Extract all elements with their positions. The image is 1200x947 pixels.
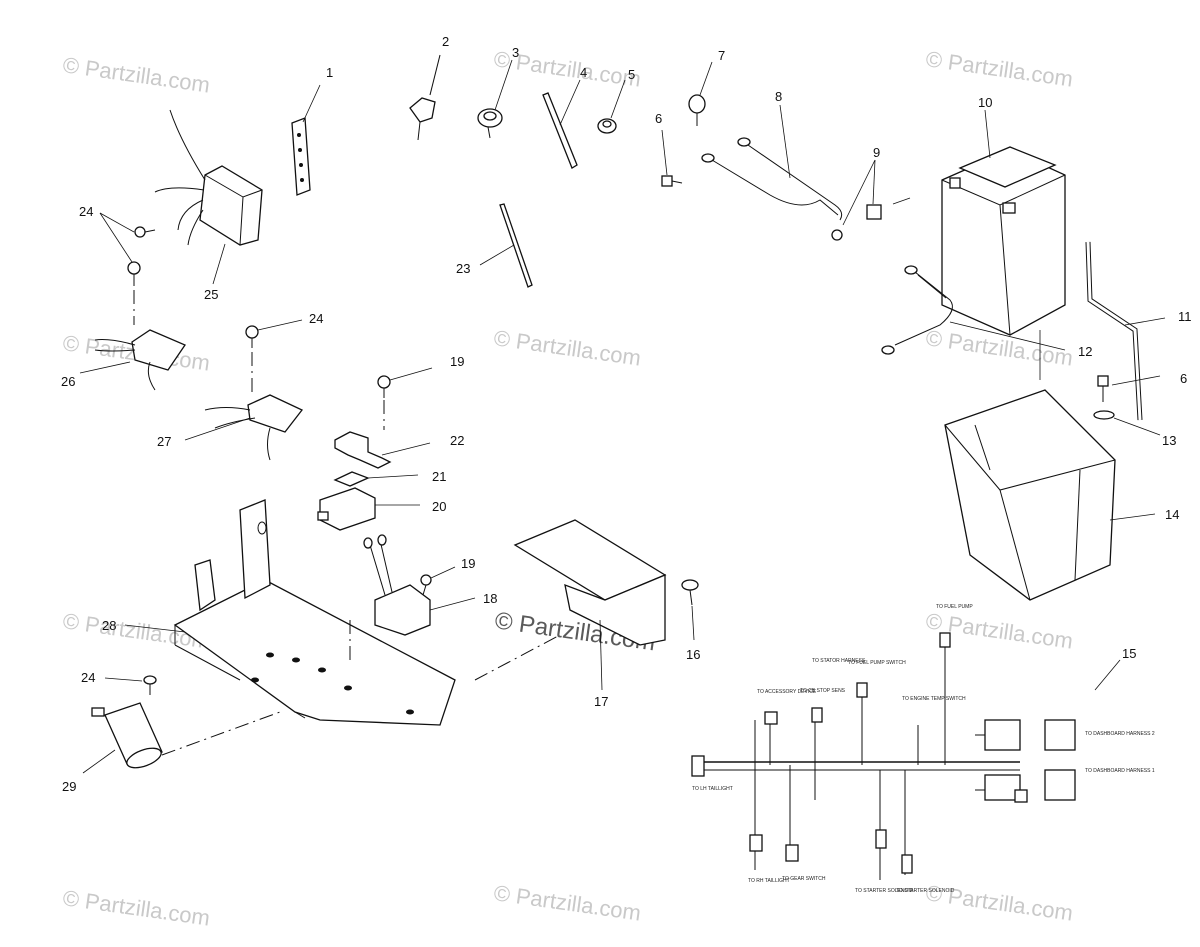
part-24-screw-a: [99, 212, 156, 325]
callout-12: 12: [1078, 344, 1092, 359]
callout-25: 25: [204, 287, 218, 302]
callout-23: 23: [456, 261, 470, 276]
callout-19-bottom: 19: [461, 556, 475, 571]
part-7-clip: [688, 61, 713, 126]
watermark: © Partzilla.com: [924, 880, 1074, 925]
harness-label-fuel-pump-switch: TO FUEL PUMP SWITCH: [848, 660, 906, 666]
callout-9: 9: [873, 145, 880, 160]
callout-16: 16: [686, 647, 700, 662]
part-12-cable: [881, 265, 1066, 355]
part-11-vent-tube: [1085, 241, 1166, 421]
callout-1: 1: [326, 65, 333, 80]
watermark: © Partzilla.com: [61, 885, 211, 930]
part-14-battery-box: [944, 330, 1156, 601]
callout-15: 15: [1122, 646, 1136, 661]
harness-label-gear-switch: TO GEAR SWITCH: [782, 876, 826, 882]
part-23-cable-tie: [479, 203, 533, 288]
callout-2: 2: [442, 34, 449, 49]
part-1-plate: [291, 84, 321, 196]
callout-20: 20: [432, 499, 446, 514]
part-15-wiring-harness: TO ACCESSORY DEVICE TO CB STOP SENS TO S…: [691, 604, 1155, 894]
harness-label-rh-taillight: TO RH TAILLIGHT: [748, 878, 790, 884]
part-22-bracket: [334, 431, 431, 469]
part-10-battery: [941, 109, 1066, 336]
callout-7: 7: [718, 48, 725, 63]
callout-6-top: 6: [655, 111, 662, 126]
watermark: © Partzilla.com: [924, 46, 1074, 91]
watermark: © Partzilla.com: [61, 52, 211, 97]
callout-10: 10: [978, 95, 992, 110]
harness-label-starter-solenoid-b: TO STARTER SOLENOID: [896, 888, 955, 894]
part-13-washer: [1093, 410, 1161, 436]
callout-17: 17: [594, 694, 608, 709]
harness-label-dashboard-1: TO DASHBOARD HARNESS 1: [1085, 768, 1155, 774]
part-9-hardware: [831, 159, 911, 241]
callout-19-top: 19: [450, 354, 464, 369]
part-6-bolt-b: [1097, 375, 1161, 402]
part-19-screw-a: [377, 367, 433, 430]
callout-11: 11: [1178, 309, 1192, 324]
watermark: © Partzilla.com: [924, 325, 1074, 370]
callout-14: 14: [1165, 507, 1179, 522]
callout-22: 22: [450, 433, 464, 448]
part-19-screw-b: [420, 566, 456, 596]
callout-18: 18: [483, 591, 497, 606]
callout-21: 21: [432, 469, 446, 484]
part-18-solenoid: [363, 534, 476, 636]
callout-6-right: 6: [1180, 371, 1187, 386]
harness-label-accessory: TO ACCESSORY DEVICE: [757, 689, 817, 695]
harness-label-temp-switch: TO ENGINE TEMP SWITCH: [902, 696, 966, 702]
part-28-tray: [124, 499, 561, 726]
part-24-screw-c: [104, 675, 157, 695]
part-29-coil: [82, 702, 281, 774]
callouts: 1 2 3 4 5 6 7 8 9 10 11 12 6 13 14 15 16…: [61, 34, 1192, 794]
part-4-cable-tie: [542, 79, 581, 169]
callout-29: 29: [62, 779, 76, 794]
callout-27: 27: [157, 434, 171, 449]
part-6-bolt: [661, 129, 683, 187]
part-3-clamp: [477, 59, 513, 139]
watermark: © Partzilla.com: [492, 325, 642, 370]
part-27-module: [184, 394, 304, 461]
harness-label-dashboard-2: TO DASHBOARD HARNESS 2: [1085, 731, 1155, 737]
callout-26: 26: [61, 374, 75, 389]
part-5-clamp: [597, 79, 626, 134]
callout-24-middle: 24: [309, 311, 323, 326]
callout-28: 28: [102, 618, 116, 633]
part-24-screw-b: [245, 319, 303, 395]
harness-label-starter-solenoid-a: TO STARTER SOLENOID: [855, 888, 914, 894]
part-2-clip: [409, 54, 441, 141]
callout-3: 3: [512, 45, 519, 60]
part-26-module: [79, 329, 186, 391]
harness-label-taillight: TO LH TAILLIGHT: [692, 786, 733, 792]
callout-24-top: 24: [79, 204, 93, 219]
part-21-pad: [333, 471, 419, 487]
part-20-relay: [317, 487, 420, 531]
part-17-cover: [513, 519, 667, 691]
part-16-bolt: [681, 579, 699, 641]
callout-4: 4: [580, 65, 587, 80]
callout-8: 8: [775, 89, 782, 104]
harness-label-fuel-pump: TO FUEL PUMP: [936, 604, 973, 610]
part-25-module: [154, 109, 263, 285]
harness-label-stator: TO STATOR HARNESS: [812, 658, 866, 664]
harness-label-stop: TO CB STOP SENS: [800, 688, 846, 694]
part-8-battery-cable: [701, 104, 843, 221]
callout-24-bottom: 24: [81, 670, 95, 685]
watermark: © Partzilla.com: [492, 880, 642, 925]
callout-13: 13: [1162, 433, 1176, 448]
callout-5: 5: [628, 67, 635, 82]
